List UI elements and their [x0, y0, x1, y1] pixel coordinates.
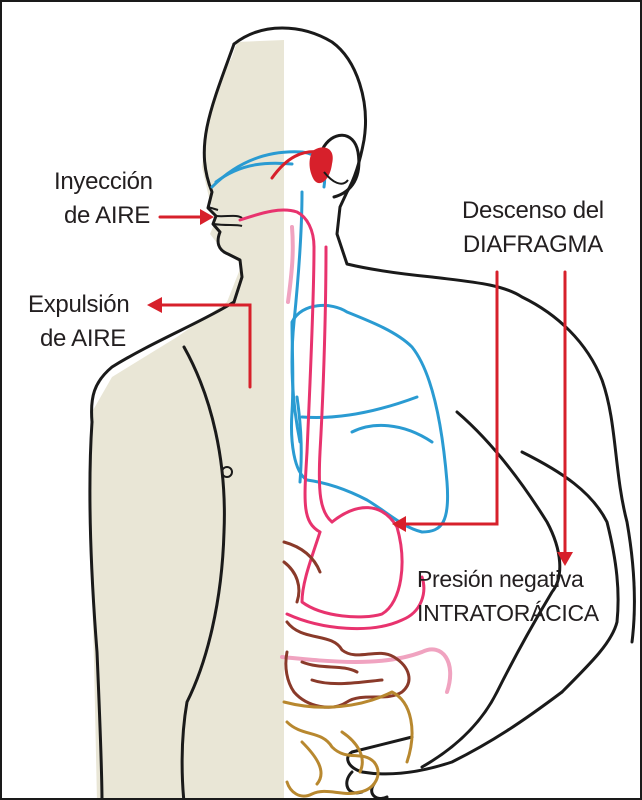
label-pressure: Presión negativa INTRATORÁCICA [417, 562, 599, 630]
ileum-loops [287, 722, 378, 796]
label-expulsion: Expulsión de AIRE [28, 288, 129, 356]
middle-ear [310, 147, 349, 183]
ileum-loops-2 [302, 732, 362, 784]
label-injection: Inyección de AIRE [54, 165, 153, 233]
small-intestine-loops [286, 622, 409, 707]
label-diaphragm-line2: DIAFRAGMA [462, 228, 604, 262]
label-diaphragm-line1: Descenso del [462, 194, 604, 228]
expulsion-arrowhead [147, 297, 162, 313]
intestine-loop-2 [302, 662, 382, 684]
label-pressure-line2: INTRATORÁCICA [417, 596, 599, 630]
duodenum [287, 577, 424, 629]
label-injection-line2: de AIRE [54, 199, 153, 233]
esophagus-right [319, 247, 332, 522]
label-expulsion-line2: de AIRE [28, 322, 129, 356]
stomach [302, 508, 402, 617]
esophagus-left [305, 247, 320, 532]
pharynx [288, 227, 293, 302]
label-expulsion-line1: Expulsión [28, 288, 129, 322]
label-diaphragm: Descenso del DIAFRAGMA [462, 194, 604, 262]
label-pressure-line1: Presión negativa [417, 562, 599, 596]
skin-fill [90, 40, 284, 800]
label-injection-line1: Inyección [54, 165, 153, 199]
